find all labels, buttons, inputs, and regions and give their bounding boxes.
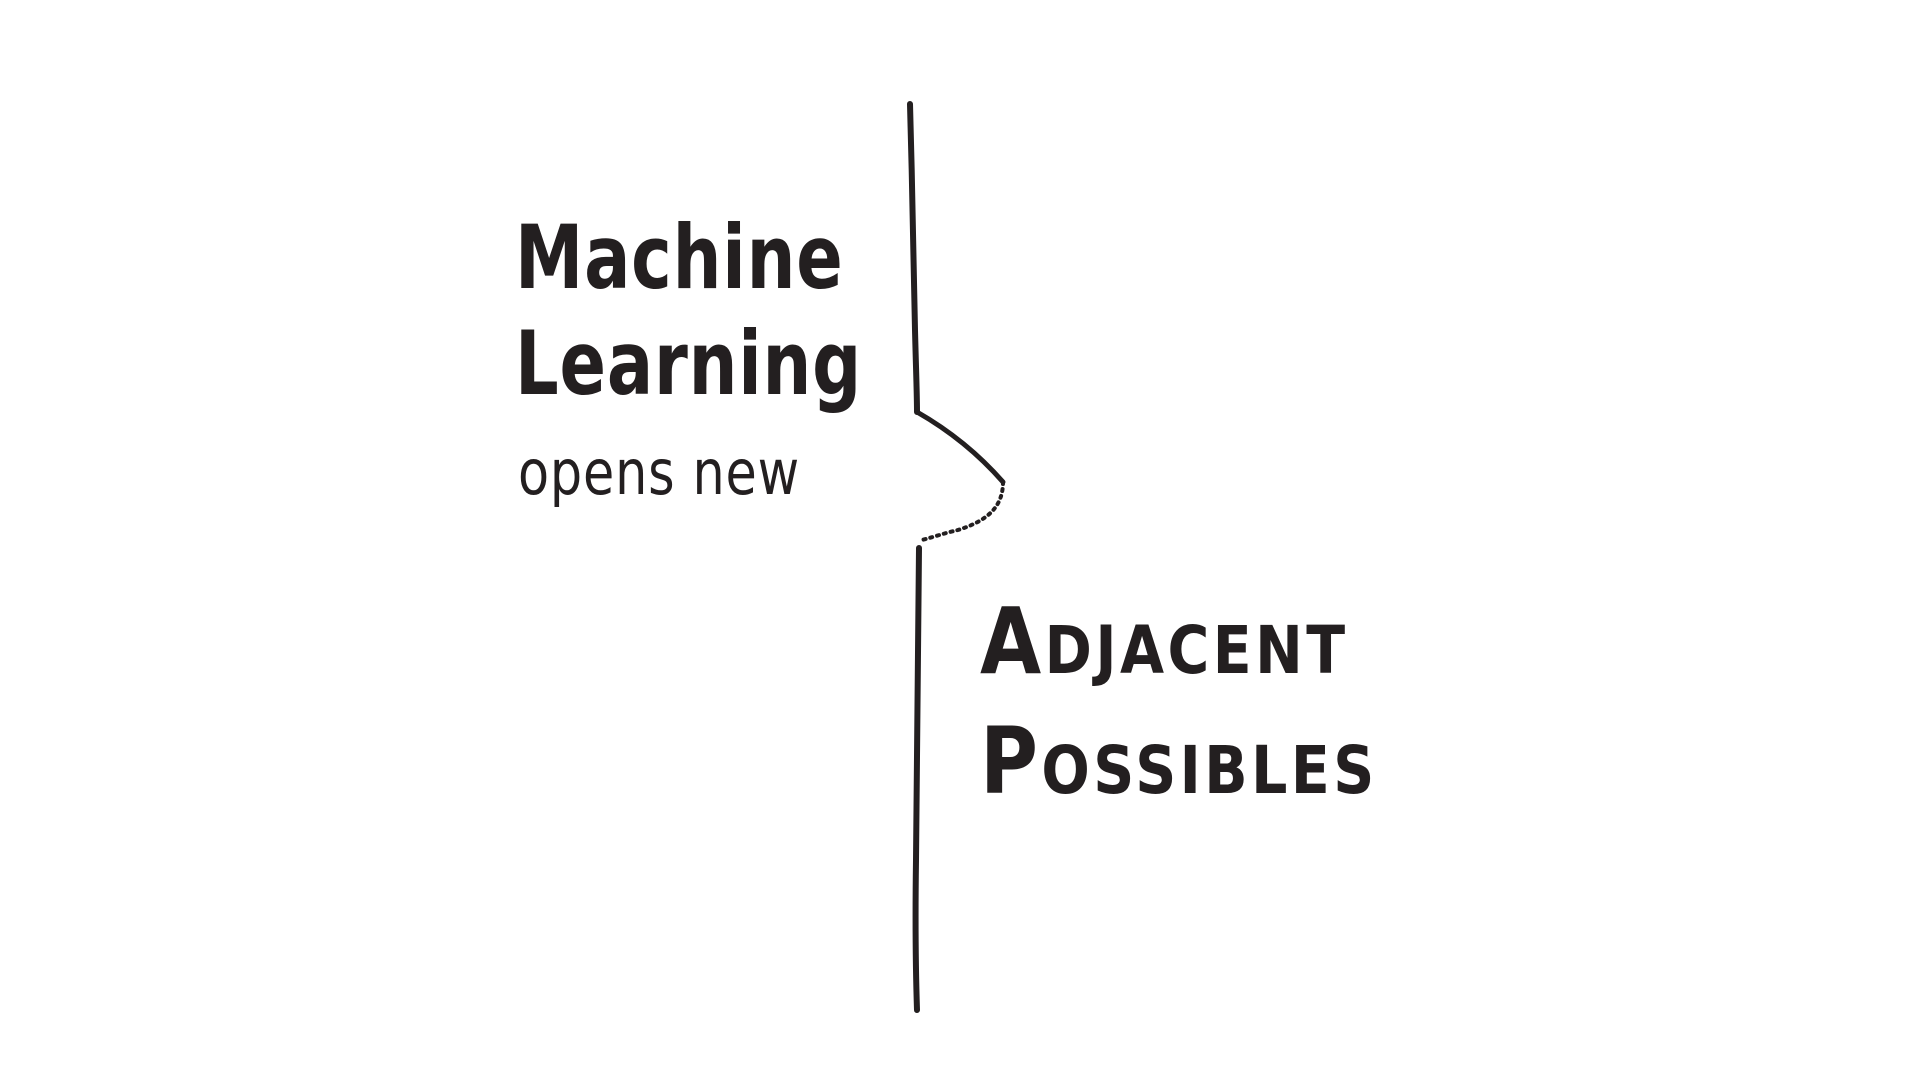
right-text-line-1-rest: DJACENT — [1044, 612, 1349, 689]
left-text-line-1: Machine — [515, 206, 844, 309]
boundary-bulge-dotted — [920, 480, 1005, 542]
right-text-line-2: POSSIBLES — [980, 716, 1378, 808]
boundary-upper-segment — [907, 101, 920, 415]
right-text-line-1: ADJACENT — [980, 596, 1349, 688]
right-text-line-1-initial: A — [980, 588, 1045, 695]
left-text-line-3: opens new — [518, 436, 800, 509]
boundary-lower-segment — [912, 545, 922, 1013]
right-text-line-2-rest: OSSIBLES — [1041, 732, 1378, 809]
boundary-bulge-solid — [914, 409, 1006, 485]
right-text-line-2-initial: P — [980, 708, 1042, 815]
left-text-line-2: Learning — [515, 312, 863, 415]
